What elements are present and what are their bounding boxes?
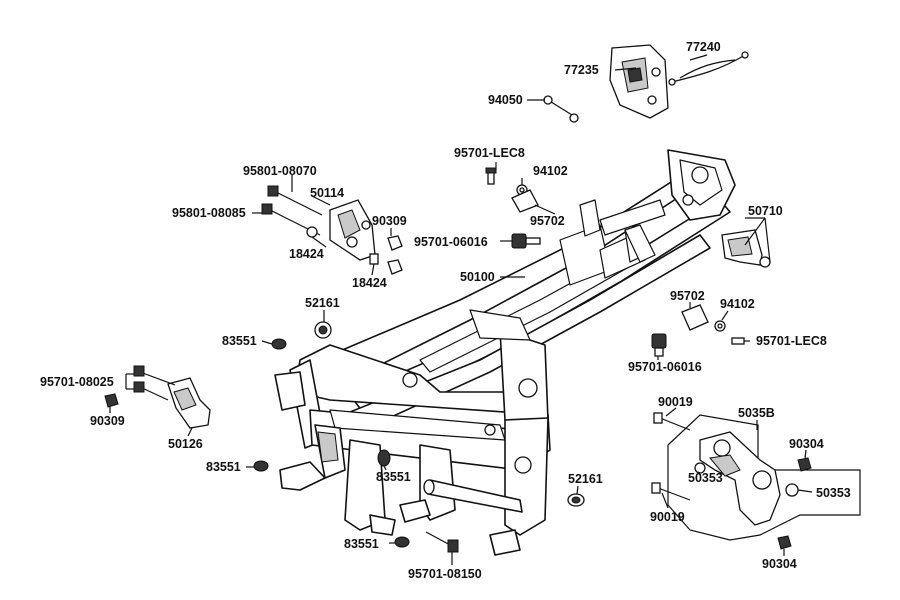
nut-90309-left [104, 393, 119, 408]
label-77235: 77235 [564, 63, 599, 77]
label-95701-06016-right: 95701-06016 [628, 360, 702, 374]
label-95701-06016-top: 95701-06016 [414, 235, 488, 249]
bracket-77235 [609, 44, 669, 119]
label-83551-a: 83551 [222, 334, 257, 348]
bolt-90019-top [653, 412, 691, 431]
label-90019-bottom: 90019 [650, 510, 685, 524]
label-50710: 50710 [748, 204, 783, 218]
label-95701-lec8-right: 95701-LEC8 [756, 334, 827, 348]
bolt-95701-06016-right [651, 333, 667, 357]
bracket-50710 [721, 229, 771, 268]
label-50353-right: 50353 [816, 486, 851, 500]
label-95801-08085: 95801-08085 [172, 206, 246, 220]
label-94050: 94050 [488, 93, 523, 107]
clip-18424-left [306, 226, 318, 238]
label-50100: 50100 [460, 270, 495, 284]
rubber-52161-top [314, 321, 332, 339]
bolt-90019-bottom [651, 482, 691, 501]
clip-18424-bottom [369, 253, 379, 265]
label-77240: 77240 [686, 40, 721, 54]
label-95701-08150: 95701-08150 [408, 567, 482, 581]
cap-83551-c [377, 449, 391, 467]
bolt-95701-06016-top [511, 233, 541, 249]
collar-95702-right [681, 304, 709, 331]
bracket-50126 [167, 377, 211, 429]
label-50114: 50114 [310, 186, 345, 200]
bolt-95701-lec8-right [731, 337, 745, 345]
nut-90309-top [387, 235, 403, 275]
cap-83551-a [271, 338, 287, 350]
label-18424-bottom: 18424 [352, 276, 387, 290]
leader-lines [109, 54, 813, 565]
hanger-5035b [699, 431, 781, 526]
label-83551-d: 83551 [344, 537, 379, 551]
collar-50353-right [785, 483, 799, 497]
nut-94102-right [714, 320, 726, 332]
label-18424-left: 18424 [289, 247, 324, 261]
label-95701-lec8-top: 95701-LEC8 [454, 146, 525, 160]
label-95701-08025: 95701-08025 [40, 375, 114, 389]
label-90309-top: 90309 [372, 214, 407, 228]
nut-90304-top [797, 457, 812, 472]
nut-90304-bottom [777, 535, 792, 550]
label-95801-08070: 95801-08070 [243, 164, 317, 178]
label-90304-bottom: 90304 [762, 557, 797, 571]
label-95702-right: 95702 [670, 289, 705, 303]
cap-83551-d [394, 536, 410, 548]
label-95702-top: 95702 [530, 214, 565, 228]
cable-77240 [668, 51, 749, 86]
collar-95702-top [511, 189, 539, 213]
label-52161-bottom: 52161 [568, 472, 603, 486]
label-83551-b: 83551 [206, 460, 241, 474]
bolt-95701-lec8-top [485, 167, 497, 185]
label-90019-top: 90019 [658, 395, 693, 409]
label-52161-top: 52161 [305, 296, 340, 310]
label-94102-top: 94102 [533, 164, 568, 178]
bracket-50114 [329, 199, 376, 261]
bolt-94050 [543, 95, 579, 123]
label-94102-right: 94102 [720, 297, 755, 311]
bolt-95801-08070 [267, 185, 323, 216]
rubber-52161-bottom [567, 493, 585, 507]
bolts-95701-08025 [133, 365, 176, 401]
label-50353-left: 50353 [688, 471, 723, 485]
bolt-95701-08150 [425, 531, 459, 553]
label-83551-c: 83551 [376, 470, 411, 484]
label-5035b: 5035B [738, 406, 775, 420]
label-90309-left: 90309 [90, 414, 125, 428]
label-50126: 50126 [168, 437, 203, 451]
main-frame-50100 [274, 149, 736, 556]
assembly-5035b-outline [667, 414, 861, 541]
label-90304-top: 90304 [789, 437, 824, 451]
cap-83551-b [253, 460, 269, 472]
